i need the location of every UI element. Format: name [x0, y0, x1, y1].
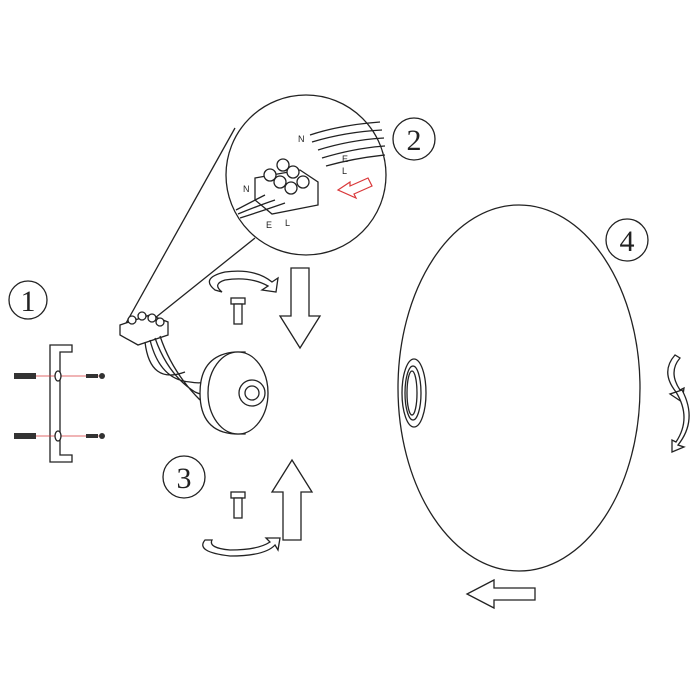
screw-icon — [14, 373, 105, 379]
step-3-number: 3 — [177, 462, 192, 495]
mounting-bracket — [14, 344, 105, 463]
wire-label-l: L — [342, 166, 347, 176]
screw-bottom-icon — [230, 491, 246, 519]
arrow-left-icon — [465, 578, 536, 610]
block-label-e: E — [266, 220, 272, 230]
rotate-arrow-icon — [667, 354, 690, 453]
terminal-block-icon — [254, 158, 319, 215]
step-4-marker: 4 — [605, 218, 649, 262]
insert-arrow-icon — [336, 177, 373, 200]
block-label-l: L — [285, 218, 290, 228]
glass-shade — [397, 204, 641, 572]
step-2-marker: 2 — [392, 117, 436, 161]
arrow-up-icon — [270, 458, 314, 541]
block-label-n: N — [243, 184, 250, 194]
wire-label-n: N — [298, 134, 305, 144]
step-1-marker: 1 — [8, 280, 48, 320]
step-4-number: 4 — [620, 225, 635, 258]
terminal-block — [119, 311, 217, 401]
rotate-arrow-icon — [208, 270, 279, 293]
step-1-number: 1 — [21, 285, 36, 318]
rotate-arrow-icon — [202, 537, 281, 557]
step-2-number: 2 — [407, 124, 422, 157]
step-3-marker: 3 — [162, 455, 206, 499]
screw-icon — [14, 433, 105, 439]
wiring-detail-inset: N E L N E L — [225, 94, 387, 256]
canopy — [199, 351, 269, 435]
arrow-down-icon — [278, 267, 322, 350]
wire-label-e: E — [342, 154, 348, 164]
screw-top-icon — [230, 297, 246, 325]
